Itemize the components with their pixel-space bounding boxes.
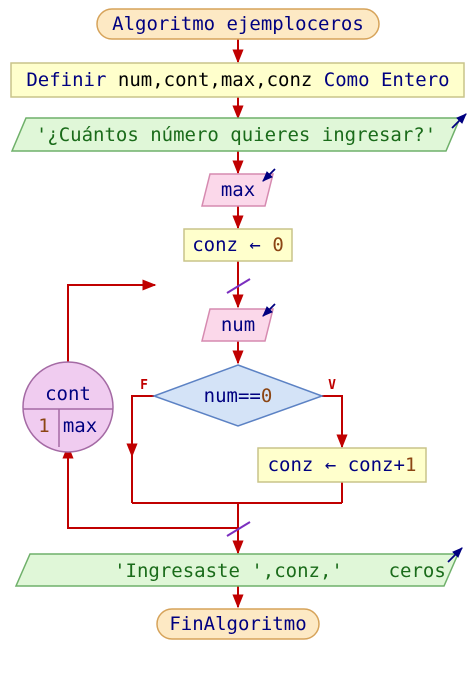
read-max-input[interactable]: max [201, 168, 276, 207]
define-process[interactable]: Definir num,cont,max,conz Como Entero [10, 62, 465, 98]
start-terminal[interactable]: Algoritmo ejemploceros [96, 8, 380, 40]
end-label: FinAlgoritmo [169, 613, 306, 635]
assign-value: 0 [272, 234, 283, 256]
loop-counter[interactable]: cont 1 max [22, 361, 114, 453]
read-max-label: max [221, 179, 255, 201]
start-label: Algoritmo ejemploceros [112, 13, 364, 35]
loop-exit-marker [226, 521, 251, 537]
connectors [62, 39, 348, 609]
svg-text:conz ← conz+1: conz ← conz+1 [268, 454, 417, 476]
define-vars: num,cont,max,conz [106, 69, 323, 91]
define-type: Como Entero [324, 69, 450, 91]
input-arrow-icon [262, 303, 276, 317]
edge-true-branch [322, 395, 348, 449]
input-arrow-icon [262, 168, 276, 182]
result-output[interactable]: 'Ingresaste ',conz,' ceros ' [14, 547, 476, 587]
svg-text:num==0: num==0 [204, 385, 273, 407]
loop-var: cont [45, 383, 91, 405]
output-arrow-icon [447, 547, 463, 563]
inc-var: conz [268, 454, 314, 476]
svg-text:Definir num,cont,max,conz Como: Definir num,cont,max,conz Como Entero [26, 69, 449, 91]
loop-from: 1 [38, 415, 49, 437]
true-label: V [328, 378, 336, 393]
assign-conz-process[interactable]: conz ← 0 [183, 228, 293, 262]
read-num-input[interactable]: num [201, 303, 276, 342]
edge-loop-top [67, 279, 157, 368]
loop-entry-marker [226, 278, 251, 294]
assign-arrow: ← [249, 234, 260, 256]
false-label: F [140, 378, 148, 393]
inc-value: 1 [405, 454, 416, 476]
decision-num-zero[interactable]: num==0 [151, 364, 325, 427]
inc-arrow: ← [325, 454, 336, 476]
cond-op: == [238, 385, 261, 407]
prompt-output[interactable]: '¿Cuántos número quieres ingresar?' [10, 113, 467, 152]
loop-to: max [63, 415, 97, 437]
end-terminal[interactable]: FinAlgoritmo [156, 608, 320, 640]
inc-expr: conz+ [348, 454, 405, 476]
read-num-label: num [221, 314, 255, 336]
cond-left: num [204, 385, 238, 407]
svg-text:conz ← 0: conz ← 0 [192, 234, 284, 256]
edge-false-branch [126, 395, 154, 458]
prompt-text: '¿Cuántos número quieres ingresar?' [36, 124, 436, 146]
edge-loop-back [62, 444, 238, 529]
cond-right: 0 [261, 385, 272, 407]
increment-process[interactable]: conz ← conz+1 [257, 447, 427, 483]
output-arrow-icon [451, 113, 467, 129]
define-keyword: Definir [26, 69, 106, 91]
assign-var: conz [192, 234, 238, 256]
output-text: 'Ingresaste ',conz,' ceros ' [114, 560, 476, 582]
svg-text:'Ingresaste ',conz,' ceros: 'Ingresaste ',conz,' ceros ' [34, 560, 476, 582]
